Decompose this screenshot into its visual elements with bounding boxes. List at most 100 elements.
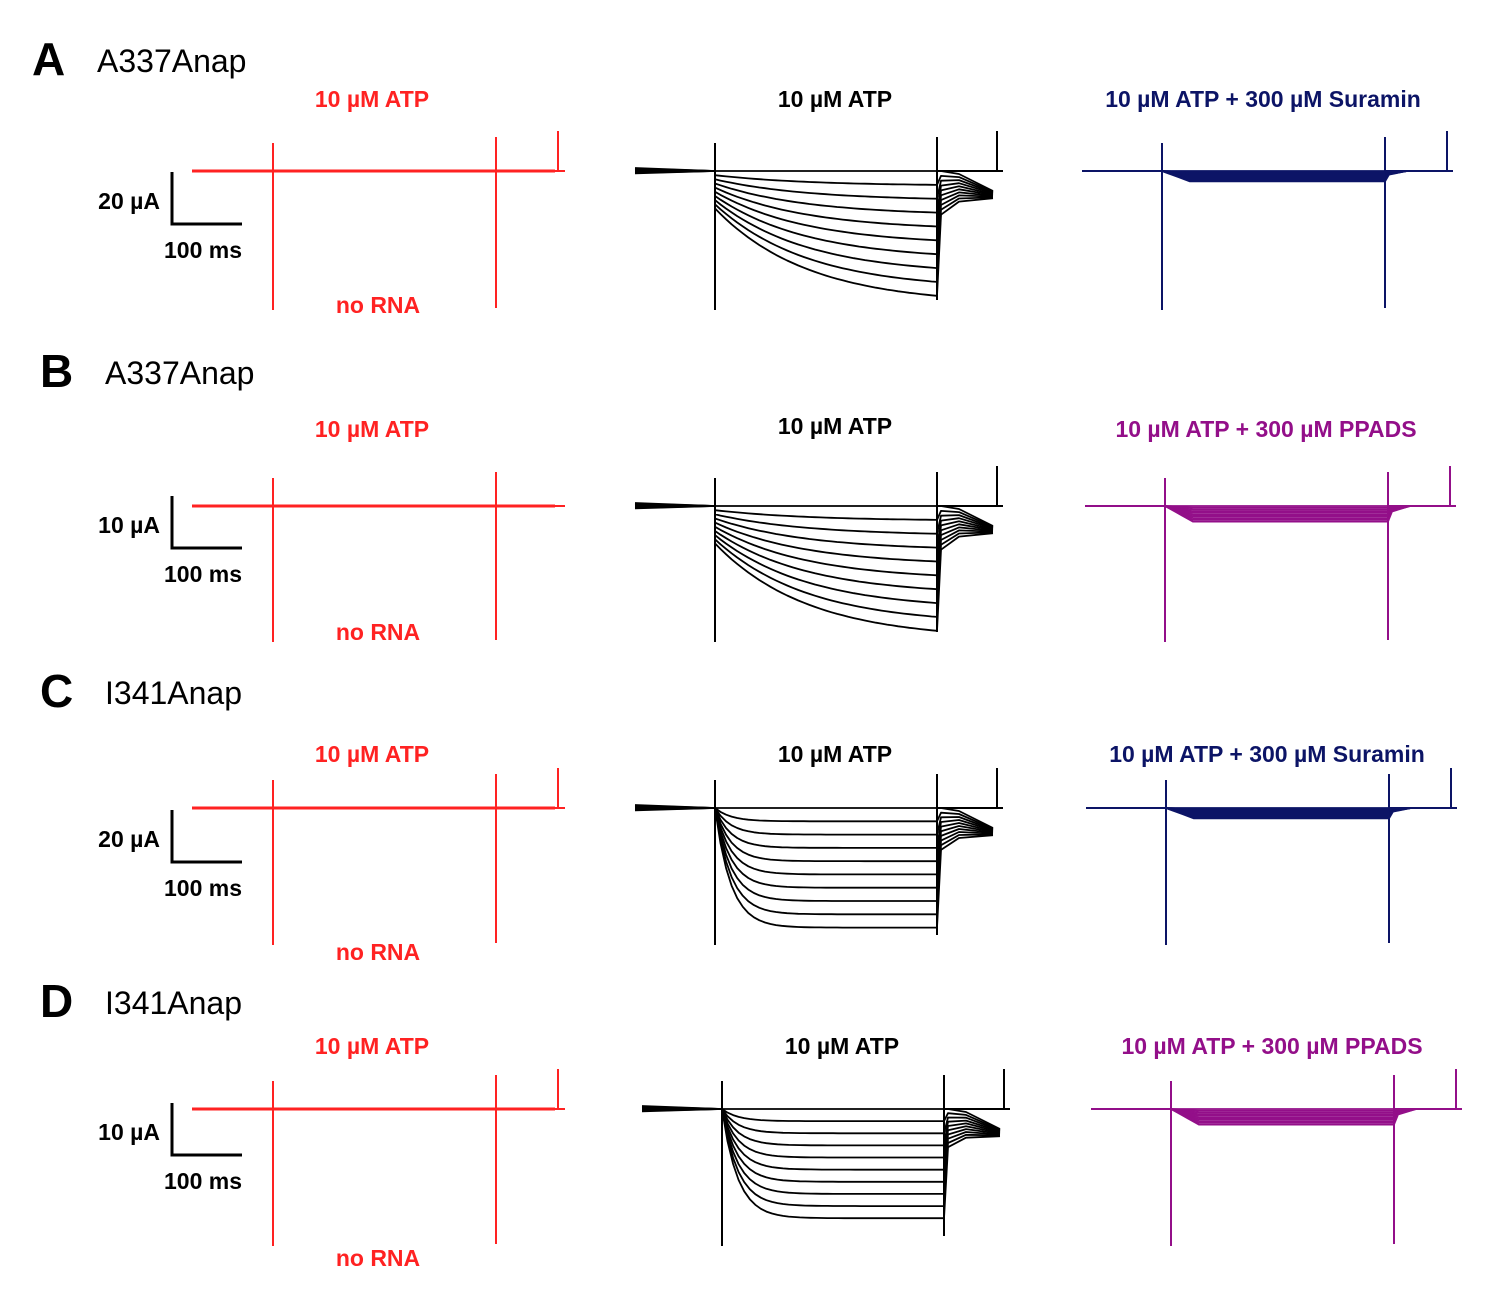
construct-name: A337Anap [105,355,254,391]
scale-bar-lines [170,810,242,864]
sweep [1082,170,1443,175]
tail-spike [1442,466,1456,507]
sweep [634,168,994,214]
sweep [641,1108,1001,1207]
panel-letter: A [32,33,65,85]
sweep [634,805,994,836]
sweep [634,807,994,889]
trace-3: 10 µM ATP + 300 µM PPADS [1085,416,1456,642]
sweep [634,170,994,269]
sweep [1086,807,1447,812]
sweep [641,1105,1001,1131]
sweep [1086,807,1447,813]
condition-label: 10 µM ATP [315,741,429,767]
sweep [634,502,994,528]
tail-spike [550,768,564,809]
construct-name: I341Anap [105,675,242,711]
condition-label: 10 µM ATP [785,1033,899,1059]
sweep [1091,1108,1452,1117]
trace-2: 10 µM ATP [641,1033,1010,1246]
sweep [1091,1108,1452,1116]
sweep [1086,807,1447,817]
sweep [1082,170,1443,174]
sweep [1085,505,1446,516]
sweep [634,807,994,929]
sweep [1091,1108,1452,1126]
sweep [1082,170,1443,180]
tail-spike [989,466,1003,507]
sweep [1085,505,1446,514]
sweep [634,804,994,830]
scale-bar-time-label: 100 ms [164,1168,242,1194]
sweep [1082,170,1443,176]
sweep [634,170,994,297]
tail-spike [550,1069,564,1110]
sweep [634,505,994,632]
sweep [1085,505,1446,521]
scale-bar-lines [170,496,242,550]
sweep [1082,170,1443,178]
scale-bar-current-label: 20 µA [98,188,160,214]
trace-1: 10 µM ATP no RNA [192,416,565,645]
sweep [634,503,994,549]
sweep [634,169,994,228]
sweep [1086,807,1447,816]
sweep [634,170,994,283]
sweep [635,170,994,242]
condition-label: 10 µM ATP [778,741,892,767]
sweep [1082,170,1443,177]
annotation-label: no RNA [336,619,420,645]
construct-name: A337Anap [97,43,246,79]
sweep [1086,807,1447,815]
sweep [634,505,994,604]
scale-bar-lines [170,1103,242,1157]
sweep [634,804,994,829]
tail-spike [1443,768,1457,809]
trace-3: 10 µM ATP + 300 µM Suramin [1086,741,1457,945]
sweep [634,504,994,563]
panel-letter: B [40,345,73,397]
sweep [634,170,994,256]
sweep [1085,505,1446,519]
tail-spike [550,131,564,172]
trace-3: 10 µM ATP + 300 µM Suramin [1082,86,1453,310]
scale-bar-time-label: 100 ms [164,561,242,587]
sweep [1085,505,1446,513]
sweep [634,806,994,863]
condition-label: 10 µM ATP [315,416,429,442]
sweep [1086,807,1447,814]
sweep [634,167,994,192]
sweep [634,168,994,200]
sweep [1082,170,1443,179]
sweep [634,807,994,902]
annotation-label: no RNA [336,1245,420,1271]
tail-spike [1448,1069,1462,1110]
sweep [1091,1108,1452,1122]
sweep [1085,505,1446,523]
sweep [1086,807,1447,819]
sweep [1091,1108,1452,1112]
sweep [641,1106,1001,1147]
scale-bar-current-label: 10 µA [98,1119,160,1145]
sweep [634,805,994,849]
sweep [641,1107,1001,1159]
condition-label: 10 µM ATP [315,86,429,112]
condition-label: 10 µM ATP + 300 µM PPADS [1121,1033,1422,1059]
sweep [1091,1108,1452,1121]
panel-letter: C [40,665,73,717]
trace-2: 10 µM ATP [634,741,1003,945]
tail-spike [989,131,1003,172]
tail-spike [996,1069,1010,1110]
sweep [641,1106,1001,1135]
